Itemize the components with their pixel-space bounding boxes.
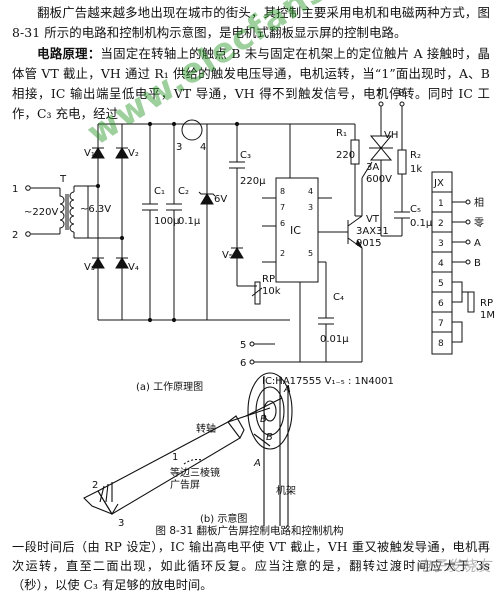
jx-3: 3 (438, 239, 444, 249)
jx-live-label: 相 (474, 196, 484, 209)
node-1-label: 1 (12, 184, 18, 195)
shaft-label: 转轴 (196, 422, 216, 435)
c2-label: C₂ (178, 186, 189, 197)
face-1-label: 1 (172, 452, 178, 463)
sketch-labels: 转轴 机架 等边三棱镜 广告屏 A A B B 1 2 3 (92, 384, 296, 526)
jx-6: 6 (438, 299, 444, 309)
ad-screen-label: 广告屏 (170, 478, 200, 491)
jx-2: 2 (438, 219, 444, 229)
c2-value: 0.1μ (178, 216, 201, 227)
ac-input-label: ~220V (24, 207, 58, 218)
jx-5: 5 (438, 279, 444, 289)
jx-8: 8 (438, 339, 444, 349)
contact-b-label-upper: B (260, 414, 267, 425)
node-3-label: 3 (176, 142, 182, 153)
jx-a-label: A (474, 238, 481, 249)
ic-pin-3: 3 (308, 203, 313, 212)
secondary-voltage-label: ~6.3V (80, 204, 111, 215)
rp-value: 10k (262, 286, 281, 297)
rp-label: RP (262, 274, 275, 285)
vt-model: 3AX31 (356, 226, 389, 237)
v5-label: V₅ (222, 250, 233, 261)
principle-heading: 电路原理： (37, 46, 101, 61)
contact-a-label-bottom: A (253, 458, 261, 469)
c4-label: C₄ (333, 292, 344, 303)
intro-paragraph-1: 翻板广告越来越多地出现在城市的街头，其控制主要采用电机和电磁两种方式，图 8-3… (12, 5, 490, 40)
ic-pin-5: 5 (308, 249, 313, 258)
ic-note: IC:HA17555 V₁₋₅ : 1N4001 (262, 376, 394, 387)
caption-a: (a) 工作原理图 (136, 381, 203, 393)
circuit-schematic (25, 101, 475, 365)
r2-value: 1k (410, 164, 422, 175)
schematic-labels: 1 2 ~220V T ~6.3V V₁ V₂ V₃ V₄ C₁ 100μ C₂… (12, 88, 495, 393)
c3-label: C₃ (240, 150, 251, 161)
node-4-label: 4 (200, 142, 206, 153)
ic-pin-8: 8 (280, 187, 285, 196)
ic-pin-7: 7 (280, 203, 285, 212)
v3-label: V₃ (84, 262, 95, 273)
r1-label: R₁ (336, 128, 347, 139)
node-5-label: 5 (240, 340, 246, 351)
vt-model-alt: 9015 (356, 238, 381, 249)
figure-8-31: 1 2 ~220V T ~6.3V V₁ V₂ V₃ V₄ C₁ 100μ C₂… (12, 88, 495, 526)
c1-value: 100μ (154, 216, 180, 227)
jx-7: 7 (438, 319, 444, 329)
face-3-label: 3 (118, 518, 124, 526)
caption-b: (b) 示意图 (200, 514, 248, 525)
rp-ext-label: RP (480, 298, 493, 309)
mechanism-sketch (83, 372, 293, 526)
vt-label: VT (366, 214, 380, 225)
corner-watermark: 电子发烧友 (415, 557, 491, 575)
v4-label: V₄ (128, 262, 139, 273)
vh-label: VH (384, 130, 398, 141)
c5-value: 0.1μ (410, 218, 433, 229)
ic-pin-6: 6 (280, 219, 285, 228)
jx-neutral-label: 零 (474, 217, 484, 229)
ic-pin-4: 4 (308, 187, 313, 196)
v1-label: V₁ (84, 148, 95, 159)
prism-label: 等边三棱镜 (170, 466, 220, 479)
node-6-label: 6 (240, 358, 246, 369)
jx-label: JX (433, 178, 444, 189)
frame-label: 机架 (276, 484, 296, 497)
figure-caption: 图 8-31 翻板广告屏控制电路和控制机构 (155, 525, 344, 537)
r2-label: R₂ (410, 150, 421, 161)
v2-label: V₂ (128, 148, 139, 159)
r1-value: 220 (336, 150, 355, 161)
jx-1: 1 (438, 199, 444, 209)
c1-label: C₁ (154, 186, 165, 197)
contact-a-label-top: A (283, 384, 291, 395)
ic-pin-2: 2 (280, 249, 285, 258)
face-2-label: 2 (92, 480, 98, 491)
node-7-label: 7 (376, 88, 382, 99)
node-2-label: 2 (12, 230, 18, 241)
rp-ext-value: 1M (480, 310, 495, 321)
jx-4: 4 (438, 259, 444, 269)
intro-paragraph-2: 电路原理：当固定在转轴上的触点 B 未与固定在机架上的定位触片 A 接触时，晶体… (12, 46, 490, 121)
contact-b-label-lower: B (266, 432, 273, 443)
jx-b-label: B (474, 258, 481, 269)
transformer-label: T (59, 174, 67, 185)
vh-current: 3A (366, 162, 379, 173)
c4-value: 0.01μ (320, 334, 349, 345)
c3-value: 220μ (240, 176, 266, 187)
vh-voltage: 600V (366, 174, 392, 185)
node-8-label: 8 (398, 88, 404, 99)
zener-voltage-label: 6V (214, 194, 227, 205)
c5-label: C₅ (410, 204, 421, 215)
ic-label: IC (290, 224, 301, 237)
